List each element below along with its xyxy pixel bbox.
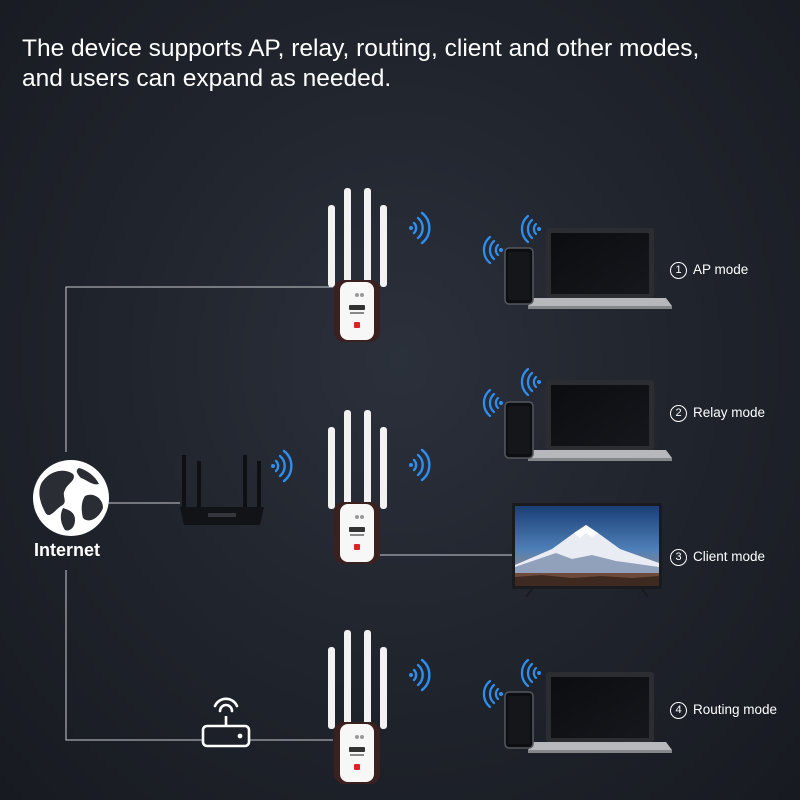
headline-line-1: The device supports AP, relay, routing, … — [22, 35, 700, 62]
laptop-1 — [528, 228, 672, 309]
mode-label: Routing mode — [693, 702, 778, 718]
extender-3 — [328, 630, 387, 784]
laptop-4 — [528, 672, 672, 753]
mode-number: 3 — [670, 549, 687, 566]
mode-routing: 4 Routing mode — [670, 702, 777, 719]
laptop-2-wifi-icon — [520, 367, 543, 397]
headline: The device supports AP, relay, routing, … — [22, 34, 699, 94]
television — [512, 503, 662, 598]
phone-1 — [504, 247, 534, 305]
extender-2 — [328, 410, 387, 564]
mode-label: Relay mode — [693, 405, 766, 421]
phone-4 — [504, 691, 534, 749]
extender-2-wifi-icon — [407, 448, 431, 482]
headline-line-2: and users can expand as needed. — [22, 65, 392, 92]
mode-number: 2 — [670, 405, 687, 422]
router-wifi-icon — [269, 449, 293, 483]
mode-label: AP mode — [693, 262, 749, 278]
mode-relay: 2 Relay mode — [670, 405, 765, 422]
phone-1-wifi-icon — [482, 235, 505, 265]
main-router — [180, 455, 264, 525]
phone-2-wifi-icon — [482, 388, 505, 418]
mode-client: 3 Client mode — [670, 549, 765, 566]
modem-icon — [201, 697, 251, 748]
laptop-1-wifi-icon — [520, 214, 543, 244]
extender-3-wifi-icon — [407, 658, 431, 692]
laptop-4-wifi-icon — [520, 658, 543, 688]
connection-lines — [65, 286, 512, 741]
mode-ap: 1 AP mode — [670, 262, 748, 279]
mode-label: Client mode — [693, 549, 766, 565]
laptop-2 — [528, 380, 672, 461]
mode-number: 1 — [670, 262, 687, 279]
globe-icon — [33, 460, 109, 536]
phone-4-wifi-icon — [482, 679, 505, 709]
phone-2 — [504, 401, 534, 459]
mode-number: 4 — [670, 702, 687, 719]
internet-label: Internet — [34, 540, 101, 560]
extender-1-wifi-icon — [407, 211, 431, 245]
extender-1 — [328, 188, 387, 342]
